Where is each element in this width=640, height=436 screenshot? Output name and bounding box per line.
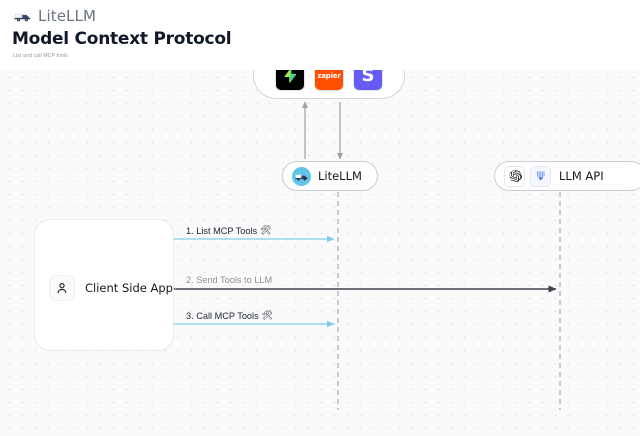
openai-logo-icon [504, 165, 525, 187]
diagram-edges-layer [168, 101, 561, 410]
tool-icon-stripe[interactable]: S [353, 68, 383, 91]
message-label-1-text: 1. List MCP Tools [186, 225, 258, 236]
message-label-2: 2. Send Tools to LLM [186, 275, 272, 285]
message-label-1: 1. List MCP Tools 🛠 [186, 225, 272, 236]
tool-icon-zapier[interactable]: zapier [314, 68, 344, 91]
stripe-wordmark: S [361, 68, 375, 86]
message-label-3-text: 3. Call MCP Tools [186, 310, 259, 321]
tools-emoji-3: 🛠 [261, 310, 274, 320]
node-litellm[interactable]: LiteLLM [282, 161, 378, 191]
node-llm-api[interactable]: LLM API [494, 161, 640, 191]
brand-text: LiteLLM [38, 7, 96, 25]
diagram-canvas[interactable]: MCP Tools zapier S [0, 68, 640, 436]
page-title: Model Context Protocol [12, 29, 232, 49]
node-llm-api-label: LLM API [559, 169, 604, 183]
message-label-3: 3. Call MCP Tools 🛠 [186, 310, 273, 321]
page-header: LiteLLM Model Context Protocol List and … [0, 0, 640, 70]
zapier-wordmark: zapier [317, 71, 341, 80]
node-client-side-app[interactable]: Client Side App [34, 219, 174, 351]
supabase-logo-icon [283, 68, 296, 83]
litellm-avatar-icon [292, 166, 311, 186]
litellm-truck-icon [14, 13, 31, 22]
tool-icon-supabase[interactable] [275, 68, 305, 91]
anthropic-logo-icon [530, 165, 551, 187]
user-icon [49, 275, 75, 301]
brand[interactable]: LiteLLM [14, 7, 96, 25]
tools-emoji-1: 🛠 [260, 225, 272, 235]
page-subtitle: List and call MCP tools [13, 53, 68, 59]
mcp-tools-group[interactable]: zapier S [253, 68, 405, 99]
node-client-side-app-label: Client Side App [85, 281, 173, 295]
node-litellm-label: LiteLLM [318, 169, 362, 183]
message-label-2-text: 2. Send Tools to LLM [186, 275, 273, 285]
